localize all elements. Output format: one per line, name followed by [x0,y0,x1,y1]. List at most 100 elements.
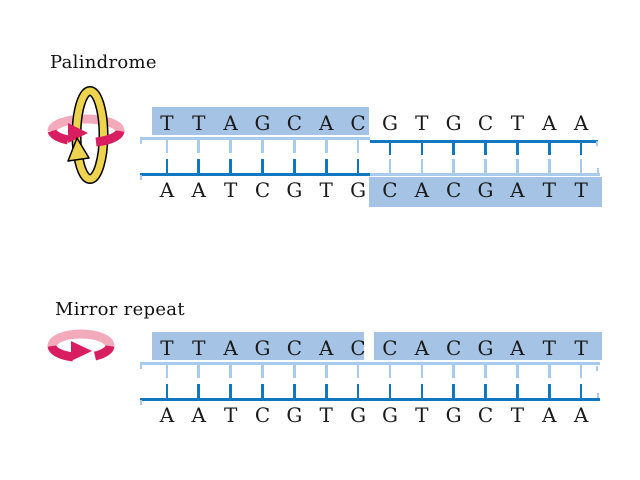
base-letter: T [223,403,238,427]
base-letter: A [573,403,589,427]
base-pair-tick [356,139,360,153]
palindrome-label: Palindrome [50,52,157,73]
rotation-axis-icon [47,86,125,184]
base-pair-tick [484,159,487,173]
base-pair-tick [547,142,551,155]
backbone-end-stub [597,168,600,173]
base-pair-tick [165,364,169,378]
base-letter: A [223,111,238,135]
base-letter: T [192,111,206,135]
strand-backbone [370,140,598,143]
base-pair-tick [516,142,519,155]
base-pair-tick [579,384,583,398]
base-pair-tick [452,159,455,173]
base-letter: A [510,336,525,360]
base-pair-tick [547,384,551,398]
base-letter: A [573,111,589,135]
base-pair-tick [388,159,392,173]
backbone-end-stub [140,364,143,369]
base-letter: G [254,111,271,135]
base-pair-tick [579,364,583,378]
base-letter: C [446,178,462,202]
base-letter: C [286,111,303,135]
yellow-arrowhead [67,137,90,162]
base-pair-tick [324,384,328,398]
base-letter: G [254,336,271,360]
base-pair-tick [165,384,169,398]
backbone-end-stub [596,141,599,146]
base-letter: G [381,403,398,427]
strand-backbone [140,398,600,401]
base-pair-tick [165,159,169,173]
base-pair-tick [229,159,232,173]
strand-backbone [370,173,600,176]
pink-arrowhead [68,123,88,143]
base-pair-tick [261,364,264,378]
base-pair-tick [420,364,424,378]
backbone-end-stub [597,393,600,398]
base-pair-tick [452,364,455,378]
base-pair-tick [261,139,264,153]
base-letter: T [542,336,556,360]
base-pair-tick [324,159,328,173]
base-letter: G [286,403,303,427]
base-pair-tick [197,139,201,153]
base-pair-tick [388,384,392,398]
base-pair-tick [484,142,487,155]
base-pair-tick [293,159,296,173]
base-letter: C [477,111,494,135]
base-pair-tick [293,139,296,153]
base-pair-tick [516,364,519,378]
base-pair-tick [452,142,455,155]
base-letter: A [191,178,206,202]
base-letter: G [350,178,367,202]
base-pair-tick [388,364,392,378]
base-pair-tick [452,384,455,398]
base-letter: T [574,336,588,360]
base-letter: T [574,178,588,202]
highlight-box [152,107,369,135]
base-pair-tick [547,364,551,378]
base-letter: G [350,403,367,427]
base-pair-tick [197,364,201,378]
base-pair-tick [229,364,232,378]
base-letter: A [223,336,238,360]
base-pair-tick [420,159,424,173]
base-pair-tick [579,142,583,155]
base-letter: T [542,178,556,202]
highlight-box [369,177,602,207]
base-pair-tick [261,159,264,173]
base-letter: T [160,111,174,135]
backbone-end-stub [140,400,143,405]
base-pair-tick [484,364,487,378]
base-letter: C [286,336,303,360]
base-letter: G [445,111,462,135]
pink-front-band-right [95,129,125,147]
highlight-box [152,332,364,360]
base-letter: C [350,336,366,360]
base-pair-tick [547,159,551,173]
base-letter: G [381,111,398,135]
base-letter: A [542,111,557,135]
pink-arrowhead [71,341,92,361]
base-pair-tick [229,384,232,398]
base-letter: A [159,403,175,427]
mirror-repeat-label: Mirror repeat [55,299,185,320]
pink-back-band [47,329,115,347]
base-letter: C [477,403,494,427]
base-letter: T [192,336,206,360]
base-pair-tick [197,384,201,398]
base-letter: T [319,178,333,202]
pink-front-band-right [93,344,115,361]
base-pair-tick [197,159,201,173]
base-pair-tick [229,139,232,153]
base-letter: C [382,336,398,360]
base-letter: G [286,178,303,202]
base-letter: A [510,178,525,202]
base-letter: A [318,111,334,135]
base-pair-tick [324,139,328,153]
base-pair-tick [356,364,360,378]
